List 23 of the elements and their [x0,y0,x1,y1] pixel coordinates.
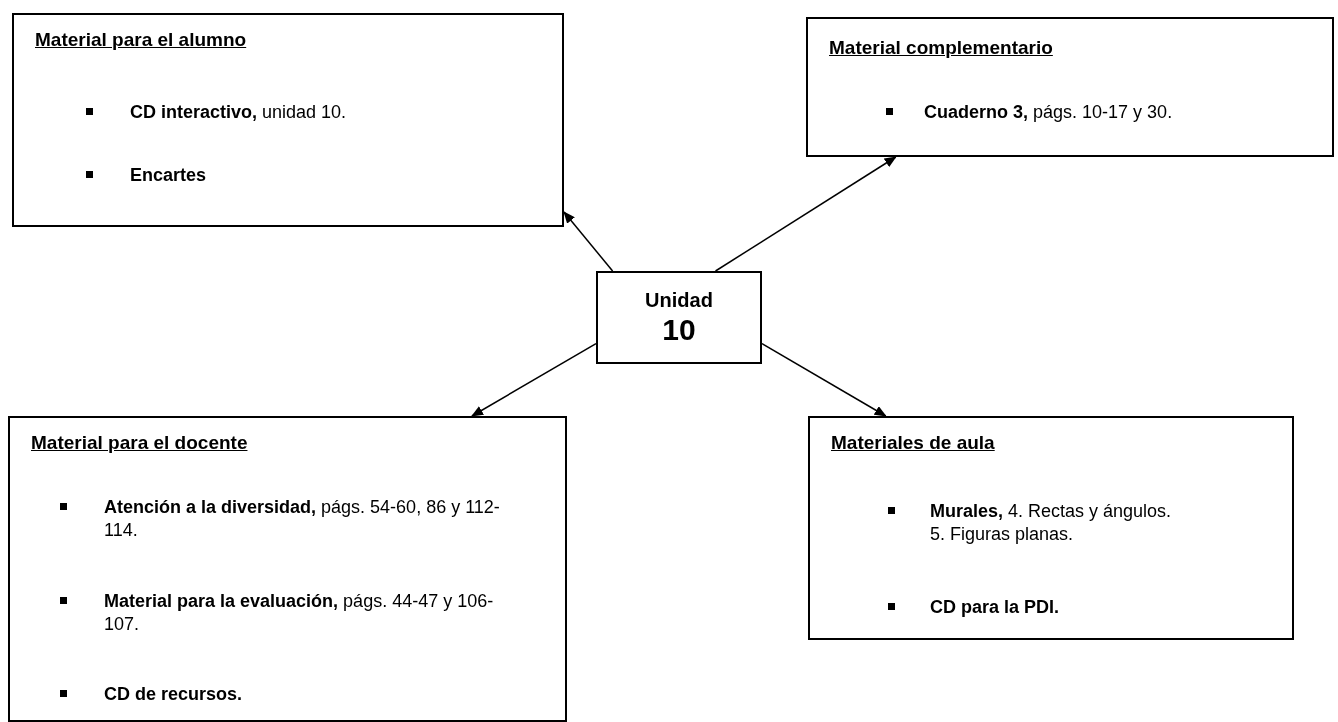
content-box [8,416,567,722]
list-item: Atención a la diversidad, págs. 54-60, 86 y 112-114. [104,496,501,541]
list-item: Murales, 4. Rectas y ángulos. 5. Figuras planas. [930,500,1173,545]
box-heading: Materiales de aula [831,432,995,454]
box-heading: Material para el alumno [35,29,247,51]
content-box [806,17,1334,157]
topic-box [596,271,762,364]
list-item: CD interactivo, unidad 10. [130,101,348,124]
box-heading: Material complementario [829,37,1053,59]
box-heading: Material para el docente [31,432,248,454]
arrow [761,342,887,417]
content-box [12,13,564,227]
arrow [714,156,897,272]
list-item: Material para la evaluación, págs. 44-47 y 106-107. [104,590,495,635]
list-item: CD para la PDI. [930,596,1061,619]
content-box [808,416,1294,640]
arrow [471,342,597,417]
list-item: CD de recursos. [104,683,244,706]
arrow [563,211,614,272]
list-item: Encartes [130,164,208,187]
topic-label: Unidad [645,287,713,312]
topic-number: 10 [662,311,696,348]
list-item: Cuaderno 3, págs. 10-17 y 30. [924,101,1174,124]
